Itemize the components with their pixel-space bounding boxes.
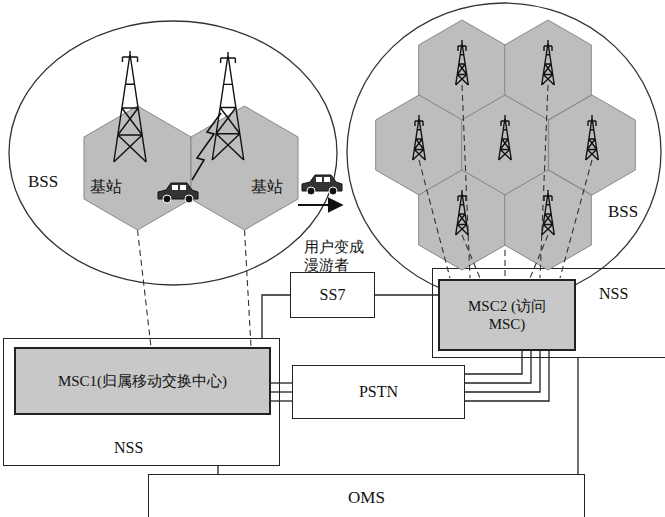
base-station-cell: 基站 <box>84 106 191 230</box>
region-ellipse <box>9 21 337 285</box>
path-shape <box>462 235 480 278</box>
trunk-line <box>270 400 292 401</box>
trunk-line <box>465 350 522 374</box>
circle-shape <box>185 195 193 203</box>
node-label: NSS <box>599 285 628 302</box>
region-ellipse <box>347 3 661 301</box>
text-holder: 用户变成 漫游者 <box>304 238 368 275</box>
trunk-line <box>217 466 218 474</box>
polygon-shape <box>419 170 506 270</box>
cell-outline <box>84 106 191 230</box>
text-holder: 基站 <box>90 178 122 196</box>
node-label: NSS <box>114 439 143 456</box>
path-shape <box>586 115 599 160</box>
path-shape <box>560 160 592 278</box>
path-shape <box>542 40 555 85</box>
text-holder: NSS <box>599 285 628 303</box>
rect-shape <box>172 185 178 190</box>
path-shape <box>456 40 469 85</box>
radio-link-lines <box>419 85 592 278</box>
region-outline <box>8 20 338 286</box>
path-shape <box>413 115 426 160</box>
rect-shape <box>324 177 330 182</box>
path-shape <box>419 160 450 278</box>
radio-link <box>138 230 152 347</box>
cell-hexagon <box>84 106 191 230</box>
trunk-line <box>465 351 531 383</box>
msc-box: MSC1(归属移动交换中心) <box>14 347 271 415</box>
network-box: PSTN <box>292 365 465 419</box>
trunk-line <box>577 358 578 474</box>
radio-signal <box>192 113 221 180</box>
base-station-cell: 基站 <box>191 106 298 230</box>
text-holder: NSS <box>114 439 143 457</box>
polygon-shape <box>505 170 592 270</box>
trunk-line <box>465 350 540 392</box>
radio-link <box>245 230 252 347</box>
text-holder: PSTN <box>359 383 398 401</box>
trunk-line <box>375 294 438 295</box>
nss-frame: MSC2 (访问MSC) NSS <box>432 268 665 358</box>
cell-hexagon <box>191 106 298 230</box>
path-shape <box>499 115 512 160</box>
text-holder: SS7 <box>320 286 346 304</box>
roaming-note: 用户变成 漫游者 <box>304 239 364 273</box>
circle-shape <box>307 187 315 195</box>
text-holder: BSS <box>28 172 58 192</box>
car-icon <box>158 183 198 203</box>
cell-grid <box>376 20 636 270</box>
text-holder: 基站 <box>251 178 283 196</box>
trunk-line <box>262 295 290 338</box>
circle-shape <box>163 195 171 203</box>
node-label: BSS <box>608 202 638 221</box>
bss-region: 基站 基站 BSS <box>8 20 338 286</box>
node-label: BSS <box>28 172 58 191</box>
text-holder: MSC1(归属移动交换中心) <box>58 372 227 390</box>
roaming-car-icon <box>302 175 342 195</box>
circle-shape <box>329 187 337 195</box>
rect-shape <box>180 185 186 190</box>
oms-box: OMS <box>148 474 585 517</box>
node-label: OMS <box>348 488 385 507</box>
node-label: MSC2 (访问MSC) <box>468 298 546 332</box>
node-label: 基站 <box>90 178 122 195</box>
trunk-line <box>270 382 292 383</box>
trunk-line <box>465 350 549 401</box>
nss-frame: MSC1(归属移动交换中心) NSS <box>3 338 280 466</box>
roaming-arrow <box>298 204 342 206</box>
path-shape <box>540 85 548 278</box>
text-holder: OMS <box>348 488 385 508</box>
path-shape <box>212 52 244 160</box>
node-label: SS7 <box>320 286 346 303</box>
path-shape <box>462 85 470 278</box>
text-holder: MSC2 (访问MSC) <box>457 297 557 334</box>
text-holder: BSS <box>608 202 638 222</box>
node-label: MSC1(归属移动交换中心) <box>58 373 227 389</box>
msc-box: MSC2 (访问MSC) <box>438 279 576 351</box>
path-shape <box>530 235 548 278</box>
network-box: SS7 <box>290 272 375 318</box>
tower-group <box>114 40 599 235</box>
trunk-line <box>271 391 292 392</box>
rect-shape <box>316 177 322 182</box>
node-label: 基站 <box>251 178 283 195</box>
cell-outline <box>191 106 298 230</box>
node-label: PSTN <box>359 383 398 400</box>
path-shape <box>114 51 146 162</box>
